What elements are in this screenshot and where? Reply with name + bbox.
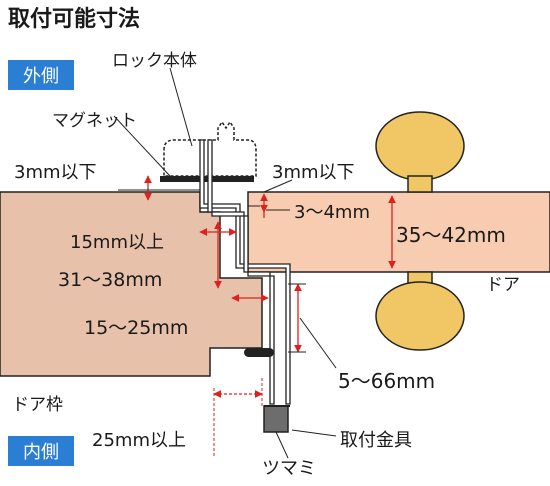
page-title: 取付可能寸法: [8, 6, 140, 32]
label-magnet: マグネット: [52, 111, 137, 131]
magnet-strip: [160, 176, 254, 182]
door-knob-outside: [375, 111, 465, 181]
bracket-outer: [199, 139, 291, 405]
dim-label-gap-right: 3mm以下: [272, 162, 355, 183]
leader-bracket-length: [299, 317, 337, 369]
door-knob-neck-outside: [407, 175, 433, 193]
outside-badge-label: 外側: [23, 66, 59, 87]
door-knob-inside: [375, 281, 465, 351]
thumb-turn-knob: [263, 405, 289, 433]
dim-label-frame-step: 15〜25mm: [84, 317, 188, 339]
leader-bracket: [291, 429, 337, 437]
inside-badge: [8, 436, 74, 466]
leader-magnet: [113, 115, 171, 177]
dim-label-step: 3〜4mm: [294, 202, 370, 223]
leader-lock-body: [169, 67, 193, 147]
label-mounting-bracket: 取付金具: [340, 430, 412, 451]
dim-label-bracket-length: 5〜66mm: [338, 369, 435, 393]
latch-pill: [244, 348, 274, 357]
dim-label-knob-clearance: 25mm以上: [92, 430, 186, 451]
label-lock-body: ロック本体: [112, 51, 197, 71]
leader-knob: [275, 431, 289, 459]
dim-label-depth-15: 15mm以上: [70, 232, 164, 253]
inside-badge-label: 内側: [23, 442, 59, 463]
dim-label-door-thickness: 35〜42mm: [396, 223, 506, 247]
leader-gap-right: [263, 179, 293, 193]
label-door-frame: ドア枠: [12, 395, 63, 415]
outside-badge: [8, 60, 74, 90]
dim-label-frame-depth: 31〜38mm: [58, 269, 162, 291]
dim-label-gap-left: 3mm以下: [14, 162, 97, 183]
label-knob: ツマミ: [262, 458, 316, 479]
label-door: ドア: [486, 275, 520, 295]
bracket-inner: [207, 139, 275, 405]
